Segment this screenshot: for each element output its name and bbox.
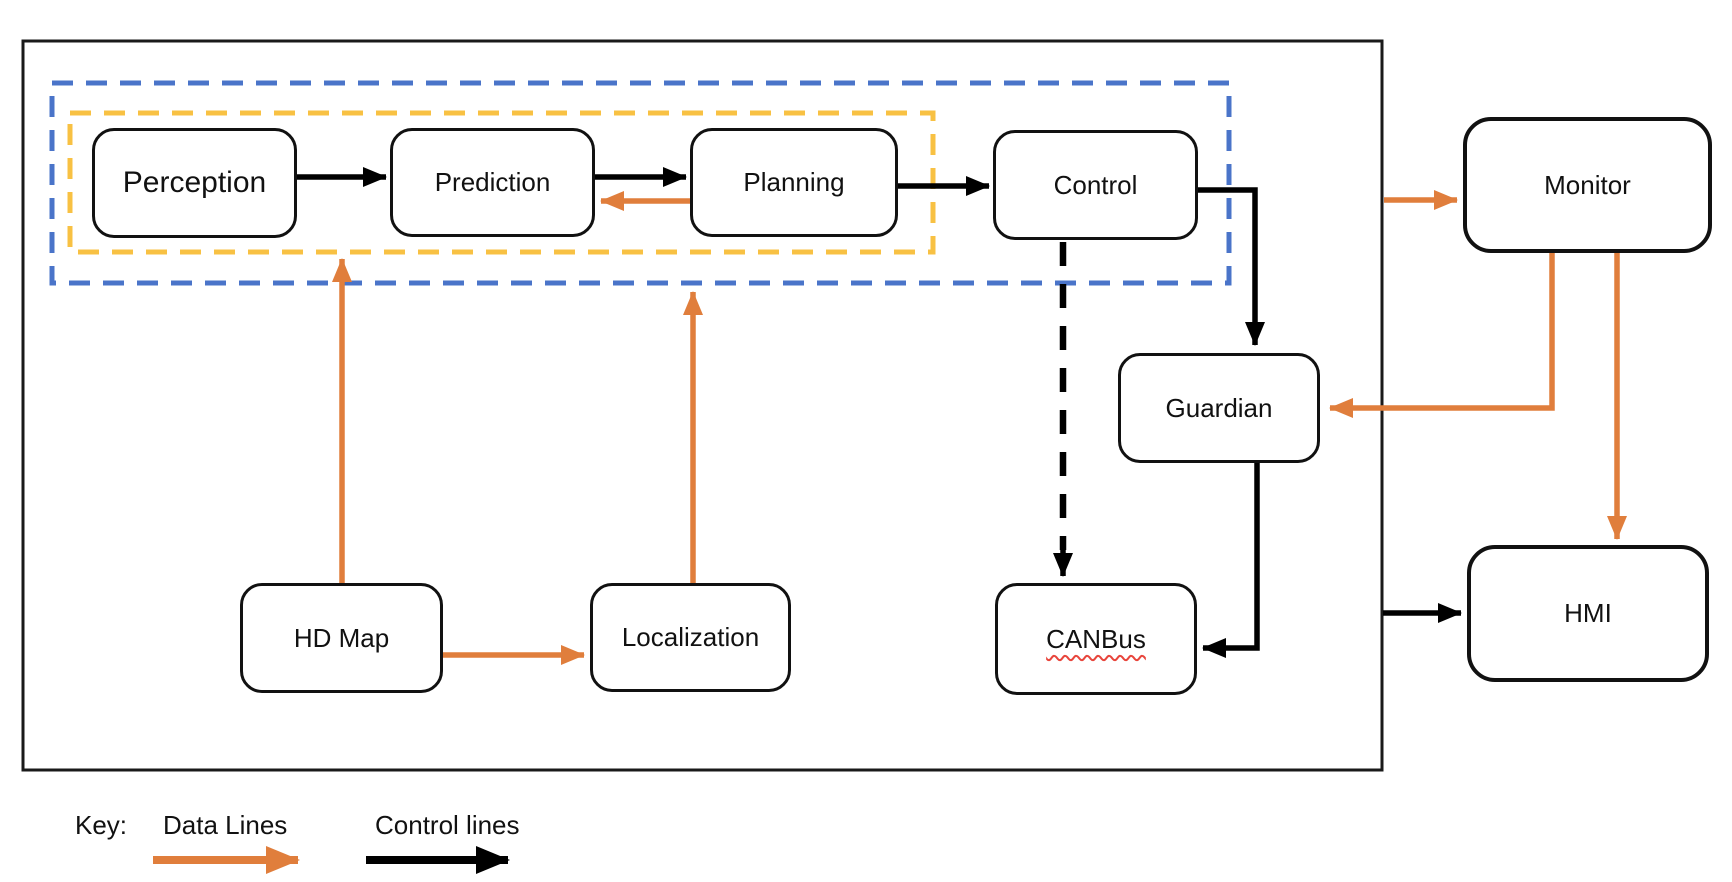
node-prediction-label: Prediction (434, 167, 551, 197)
node-perception: Perception (92, 128, 297, 238)
node-localization: Localization (590, 583, 791, 692)
node-control: Control (993, 130, 1198, 240)
node-hd-map: HD Map (240, 583, 443, 693)
arrow-guardian-to-canbus (1202, 463, 1260, 658)
node-hmi-label: HMI (1564, 598, 1612, 628)
node-guardian: Guardian (1118, 353, 1320, 463)
node-planning-label: Planning (743, 167, 845, 197)
node-localization-label: Localization (621, 622, 760, 652)
node-canbus-label: CANBus (1046, 623, 1146, 654)
node-canbus: CANBus (995, 583, 1197, 695)
node-monitor: Monitor (1463, 117, 1712, 253)
node-hd-map-label: HD Map (293, 622, 390, 653)
blue-dashed-group (49, 80, 1232, 286)
node-guardian-label: Guardian (1165, 392, 1273, 423)
node-control-label: Control (1053, 169, 1138, 200)
legend-key-label: Key: (75, 810, 128, 840)
yellow-dashed-group (67, 110, 936, 255)
node-hmi: HMI (1467, 545, 1709, 682)
arrow-monitor-to-guardian (1329, 253, 1555, 418)
arrow-control-to-guardian (1198, 187, 1265, 346)
legend-data-lines-label: Data Lines (163, 810, 288, 840)
legend-control-lines-label: Control lines (375, 810, 520, 840)
node-monitor-label: Monitor (1544, 169, 1631, 200)
node-perception-label: Perception (122, 166, 267, 199)
node-prediction: Prediction (390, 128, 595, 237)
node-planning: Planning (690, 128, 898, 237)
